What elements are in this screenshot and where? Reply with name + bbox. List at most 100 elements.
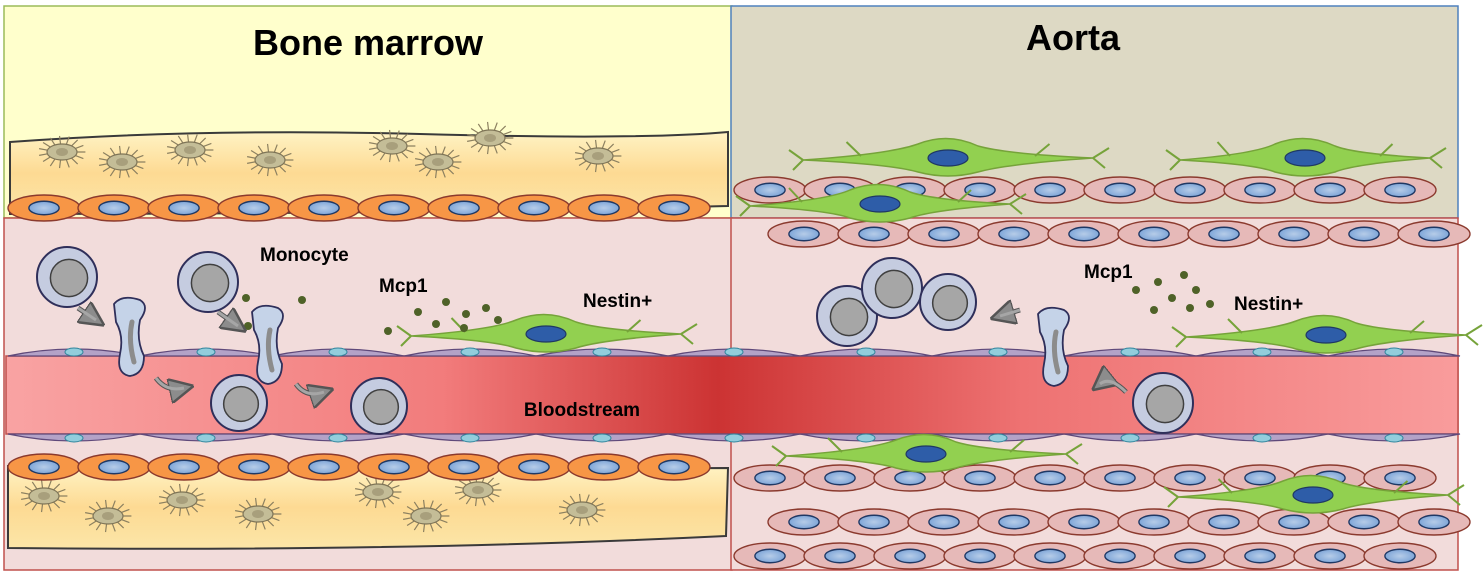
- migration-arrows: [78, 308, 1128, 394]
- smooth-muscle-cell: [1153, 176, 1227, 204]
- osteoblast-cell: [217, 453, 291, 481]
- smooth-muscle-cell: [1153, 464, 1227, 492]
- mcp1-dot: [442, 298, 450, 306]
- mcp1-dot: [1186, 304, 1194, 312]
- nestin-cell: [396, 313, 698, 353]
- monocyte: [177, 251, 239, 313]
- smooth-muscle-cell: [1083, 176, 1157, 204]
- nestin-cell: [1171, 314, 1483, 354]
- mcp1-dot: [482, 304, 490, 312]
- nestin-cell: [1165, 137, 1447, 177]
- endothelial-nucleus: [856, 433, 876, 443]
- smooth-muscle-cell: [733, 464, 807, 492]
- mcp1-dot: [1192, 286, 1200, 294]
- smooth-muscle-cell: [1397, 220, 1471, 248]
- nestin-cell: [735, 183, 1027, 223]
- smooth-muscle-cell: [907, 508, 981, 536]
- nestin-label-left: Nestin+: [583, 291, 652, 312]
- smooth-muscle-cell: [767, 220, 841, 248]
- smooth-muscle-cell: [1223, 176, 1297, 204]
- nestin-cell: [1163, 474, 1465, 514]
- endothelial-nucleus: [592, 433, 612, 443]
- smooth-muscle-cell: [1363, 542, 1437, 570]
- osteoblast-cell: [637, 194, 711, 222]
- mcp1-dot: [1206, 300, 1214, 308]
- smooth-muscle-cell: [1047, 508, 1121, 536]
- endothelial-nucleus: [460, 433, 480, 443]
- osteoblast-cell: [77, 194, 151, 222]
- smooth-muscle-cell: [1257, 220, 1331, 248]
- endothelial-nucleus: [988, 347, 1008, 357]
- endothelial-nucleus: [724, 433, 744, 443]
- osteoblast-cell: [217, 194, 291, 222]
- smooth-muscle-cell: [907, 220, 981, 248]
- smooth-muscle-cell: [1363, 176, 1437, 204]
- endothelial-nucleus: [1384, 433, 1404, 443]
- mcp1-dot: [460, 324, 468, 332]
- stromal-cell: [167, 133, 214, 167]
- endothelial-nucleus: [1252, 433, 1272, 443]
- smooth-muscle-cell: [977, 220, 1051, 248]
- smooth-muscle-cell: [1117, 508, 1191, 536]
- stromal-cell: [355, 475, 402, 509]
- monocyte: [36, 246, 98, 308]
- transmigrating-monocyte: [113, 296, 146, 377]
- osteoblast-cell: [497, 453, 571, 481]
- stromal-cell: [415, 145, 462, 179]
- transmigrating-monocyte: [251, 304, 284, 385]
- osteoblast-cell: [357, 194, 431, 222]
- endothelial-nucleus: [64, 433, 84, 443]
- mcp1-dot: [462, 310, 470, 318]
- osteoblast-cell: [637, 453, 711, 481]
- stromal-cell: [247, 143, 294, 177]
- stromal-cell: [21, 479, 68, 513]
- stromal-cell: [467, 121, 514, 155]
- smooth-muscle-cell: [1153, 542, 1227, 570]
- smooth-muscle-cell: [1257, 508, 1331, 536]
- smooth-muscle-cell: [1013, 542, 1087, 570]
- smooth-muscle-cell: [1327, 220, 1401, 248]
- osteoblast-cell: [7, 453, 81, 481]
- osteoblast-cell: [7, 194, 81, 222]
- monocyte-label: Monocyte: [260, 245, 349, 266]
- bone-marrow-title: Bone marrow: [253, 22, 484, 63]
- monocyte: [1132, 372, 1194, 434]
- stromal-cell: [455, 473, 502, 507]
- stromal-cell: [235, 497, 282, 531]
- smooth-muscle-cell: [1397, 508, 1471, 536]
- mcp1-dot: [414, 308, 422, 316]
- smooth-muscle-cell: [1187, 220, 1261, 248]
- mcp1-dot: [432, 320, 440, 328]
- mcp1-dot: [244, 322, 252, 330]
- endothelial-nucleus: [988, 433, 1008, 443]
- stromal-cell: [559, 493, 606, 527]
- mcp1-dot: [384, 327, 392, 335]
- endothelial-nucleus: [460, 347, 480, 357]
- mcp1-dot: [1132, 286, 1140, 294]
- mcp1-label-right: Mcp1: [1084, 262, 1133, 283]
- endothelial-nucleus: [592, 347, 612, 357]
- endothelial-nucleus: [196, 433, 216, 443]
- smooth-muscle-cell: [1013, 464, 1087, 492]
- mcp1-chemokine-dots: [242, 271, 1214, 335]
- monocyte-cells: [36, 246, 1194, 435]
- smooth-muscle-cell: [837, 220, 911, 248]
- smooth-muscle-cell: [1047, 220, 1121, 248]
- osteoblast-cell: [427, 194, 501, 222]
- smooth-muscle-cell: [1223, 542, 1297, 570]
- osteoblast-cell: [567, 453, 641, 481]
- monocyte: [919, 273, 977, 331]
- nestin-positive-cells: [396, 137, 1483, 514]
- stromal-cell: [403, 499, 450, 533]
- smooth-muscle-cell: [943, 176, 1017, 204]
- smooth-muscle-cell: [837, 508, 911, 536]
- endothelial-nucleus: [328, 347, 348, 357]
- endothelial-nucleus: [1120, 347, 1140, 357]
- monocyte: [210, 374, 268, 432]
- smooth-muscle-cell: [1083, 542, 1157, 570]
- smooth-muscle-cell: [1293, 176, 1367, 204]
- mcp1-dot: [1154, 278, 1162, 286]
- monocyte: [350, 377, 408, 435]
- osteoblast-cell: [287, 194, 361, 222]
- osteoblast-cell: [77, 453, 151, 481]
